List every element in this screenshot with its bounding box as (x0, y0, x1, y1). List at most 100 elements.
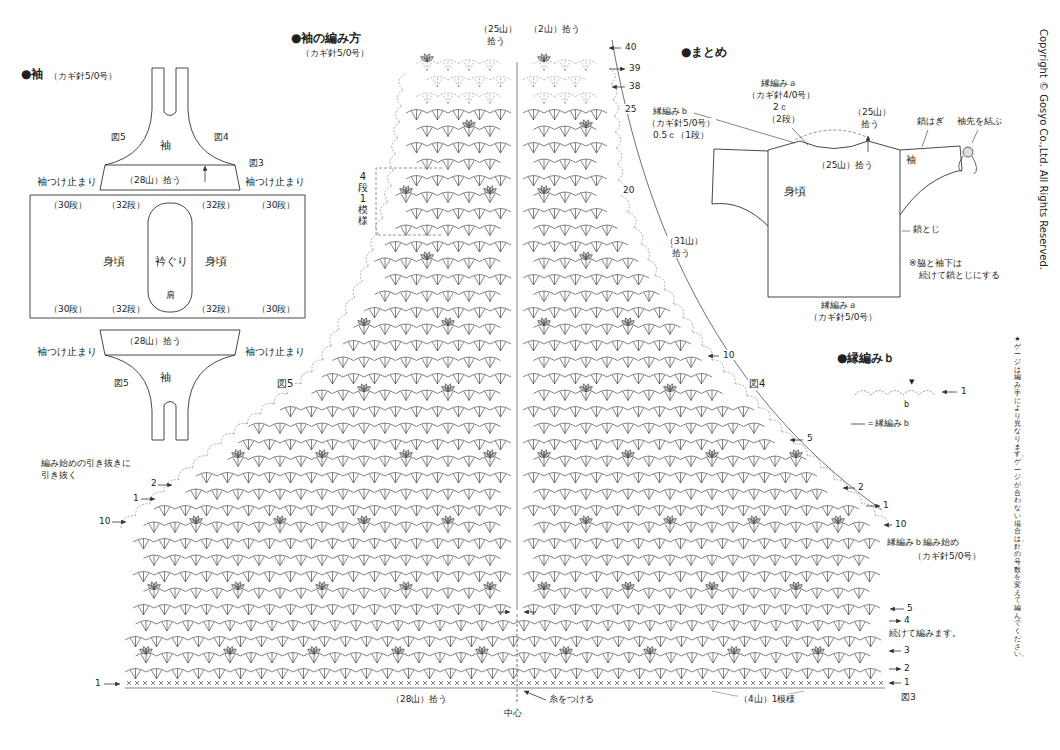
dimension-label: （32段） (196, 304, 236, 314)
shell-row (144, 555, 870, 566)
shell-row (144, 522, 870, 533)
hook-size: （カギ針5/0号） (48, 71, 118, 81)
repeat-bracket (376, 168, 442, 235)
dimension-label: （32段） (196, 200, 236, 210)
dimension-label: （25山）拾う (816, 160, 874, 170)
note-text: 縁編みａ (820, 300, 858, 310)
dimension-label: 0.5ｃ（1段） (652, 130, 710, 140)
direction-arrow (205, 166, 206, 182)
row-arrow (112, 522, 126, 523)
notice-text: ★ゲージは編み手により異なります。ゲージが合わない場合は、針の号数を変えて編んで… (1014, 335, 1021, 660)
note-text: ※脇と袖下は (908, 258, 963, 268)
edging-row (610, 68, 889, 528)
leaf-motif (140, 646, 825, 654)
shell-row (375, 258, 639, 269)
row-number: 39 (628, 63, 641, 73)
sweater-sleeve: 袖 (899, 140, 967, 220)
dimension-label: （25山） (852, 107, 892, 117)
row-arrow (890, 609, 904, 610)
symbol-mark: ▼ (908, 378, 915, 386)
row-arrow (889, 651, 901, 652)
shell-row (396, 225, 618, 236)
leaf-motif (400, 186, 551, 194)
shell-row (133, 539, 880, 550)
row-arrow (158, 485, 172, 486)
shell-row (417, 159, 597, 170)
shell-row (417, 93, 597, 104)
section-title: ●まとめ (680, 46, 728, 60)
body-schematic: 身頃衿ぐり身頃 (30, 195, 305, 319)
outline-path (900, 146, 962, 215)
row-arrow (612, 87, 625, 88)
note-text: 糸をつける (548, 694, 595, 704)
copyright-text: Copyright © Gosyo Co.,Ltd. All Rights Re… (1038, 28, 1050, 271)
row-number: 20 (622, 185, 635, 195)
row-number: 2 (857, 482, 865, 492)
shell-row (406, 143, 607, 154)
figure-ref: 図5 (113, 378, 130, 388)
outline (98, 64, 243, 192)
row-number: 40 (624, 42, 637, 52)
figure-ref: 図3 (900, 692, 917, 702)
figure-ref: 図5 (276, 378, 294, 390)
row-arrow (141, 499, 155, 500)
shell-row (133, 605, 880, 616)
row-number: 1 (903, 677, 911, 687)
shell-row (136, 653, 871, 664)
dimension-label: （28山）拾う (390, 694, 448, 704)
row-arrow (708, 356, 719, 357)
note-text: 鎖はぎ (916, 116, 945, 126)
outline-path (30, 195, 305, 318)
row-arrow (889, 621, 901, 622)
row-arrow (104, 684, 120, 685)
part-label: 袖 (160, 140, 171, 153)
edging-row (121, 74, 405, 528)
leaf-motif (421, 54, 551, 62)
note-text: 中心 (503, 708, 523, 718)
sleeve-schematic: 袖 (98, 64, 243, 192)
shell-row (144, 588, 870, 599)
leaf-motif (463, 120, 593, 128)
outline-path (100, 68, 240, 190)
shell-row (406, 176, 607, 187)
leader-line (922, 130, 928, 147)
dimension-label: 拾う (486, 36, 506, 46)
leaf-motif (421, 252, 593, 260)
neck-line (795, 130, 873, 140)
dimension-label: 2ｃ (772, 102, 789, 112)
figure-ref: 図4 (748, 378, 766, 390)
dimension-label: （30段） (48, 200, 88, 210)
symbol-mark: b (903, 400, 910, 409)
dimension-label: （32段） (106, 304, 146, 314)
sweater-sleeve (712, 149, 768, 226)
part-label: 身頃 (205, 256, 227, 269)
dimension-label: （28山）拾う (124, 175, 182, 185)
leader-line (902, 231, 910, 232)
dimension-label: （32段） (106, 200, 146, 210)
shell-row (154, 506, 859, 517)
dimension-label: （31山） (664, 236, 704, 246)
shell-row (417, 126, 597, 137)
note-text: 袖先を結ぶ (956, 116, 1003, 126)
note-text: 縁編みｂ (652, 106, 690, 116)
row-arrow (524, 612, 536, 613)
row-arrow (884, 525, 892, 526)
dimension-label: （4山）1模様 (738, 694, 796, 704)
note-text: 続けて鎖とじにする (918, 270, 1001, 280)
row-number: 1 (882, 500, 890, 510)
direction-arrow (524, 691, 546, 700)
row-arrow (609, 48, 621, 49)
row-number: 1 (132, 493, 140, 503)
part-label: 身頃 (784, 186, 806, 199)
row-number: 4 (903, 615, 911, 625)
row-number: 5 (906, 603, 914, 613)
center-line (517, 62, 518, 610)
shell-row (427, 77, 586, 88)
shell-row (133, 572, 880, 583)
pickup-line (612, 40, 882, 510)
row-arrow (889, 669, 901, 670)
row-arrow (889, 683, 901, 684)
legend-text: ＝縁編みｂ (866, 418, 911, 428)
leaf-motif (148, 582, 803, 590)
chain-row (125, 681, 885, 688)
